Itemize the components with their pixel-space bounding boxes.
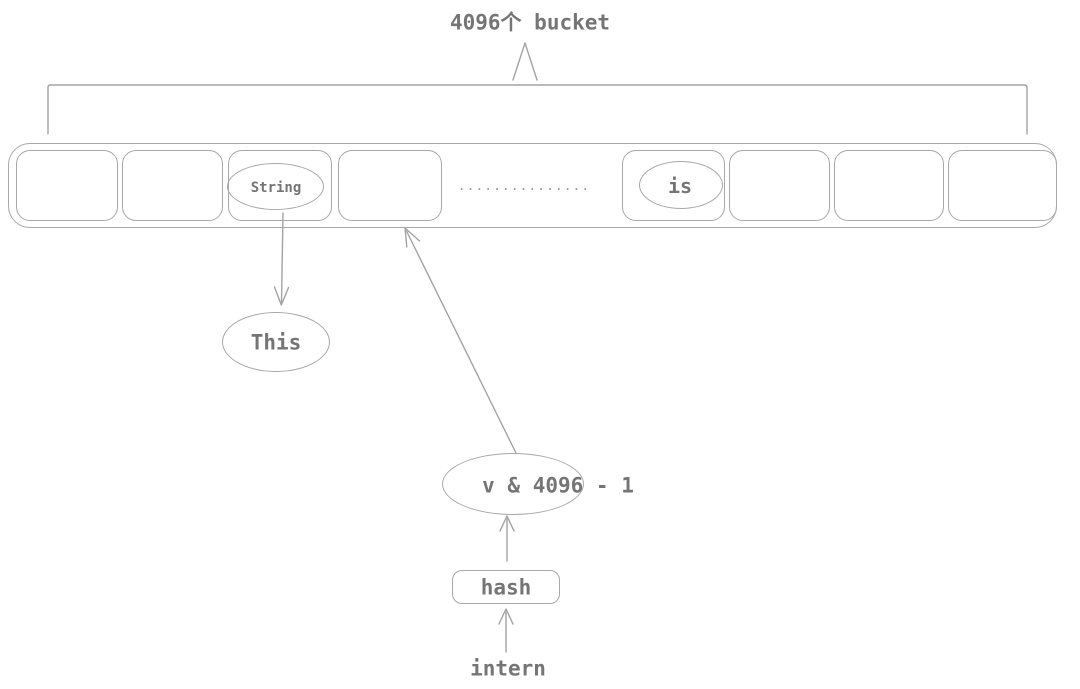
index-expr-ellipse <box>442 453 584 515</box>
arrow-intern-to-hash <box>498 608 514 653</box>
gap-dots: ··············· <box>457 182 591 198</box>
this-node-ellipse <box>222 312 330 372</box>
bucket-array-brace <box>47 84 1028 135</box>
bucket-cell-2 <box>122 150 223 221</box>
is-entry-ellipse <box>639 161 723 209</box>
string-entry-label: String <box>250 180 302 196</box>
string-entry-ellipse <box>227 163 324 210</box>
index-expr-label: v & 4096 - 1 <box>482 473 634 498</box>
bucket-cell-1 <box>16 150 118 221</box>
hash-box <box>452 570 560 604</box>
bucket-cell-8 <box>948 150 1057 221</box>
this-node-label: This <box>250 330 302 355</box>
bucket-count-caret <box>512 42 538 81</box>
bucket-cell-7 <box>834 150 944 221</box>
arrow-index-to-bucket <box>404 227 517 454</box>
arrow-hash-to-index <box>499 515 515 562</box>
arrow-string-to-this <box>273 212 290 306</box>
bucket-cell-4 <box>338 150 442 221</box>
is-entry-label: is <box>667 174 693 198</box>
intern-label: intern <box>470 656 546 681</box>
hash-label: hash <box>480 575 532 600</box>
bucket-cell-5 <box>622 150 725 221</box>
bucket-count-label: 4096个 bucket <box>449 10 611 35</box>
bucket-cell-6 <box>729 150 830 221</box>
